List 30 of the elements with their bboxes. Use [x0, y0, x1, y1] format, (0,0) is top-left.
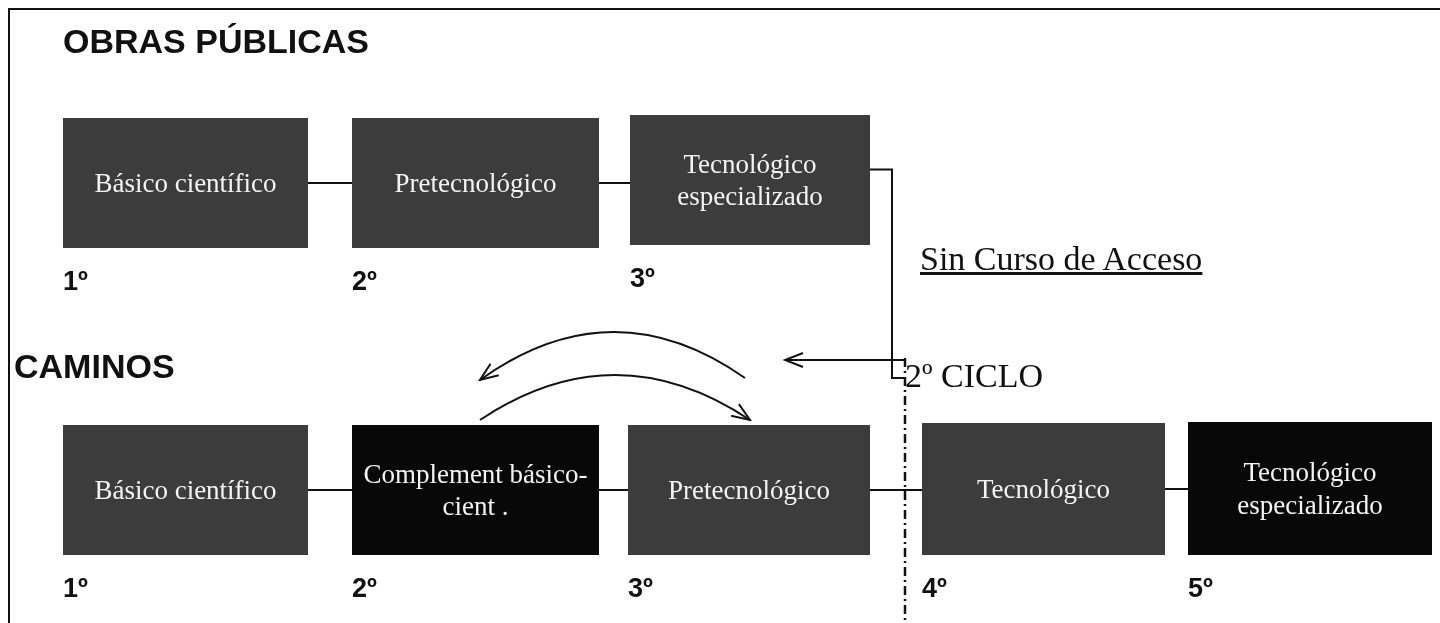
- connector-line: [598, 182, 631, 184]
- arrow: [479, 331, 746, 381]
- year-label: 4º: [922, 573, 947, 604]
- box-text: Pretecnológico: [393, 166, 558, 200]
- connector-line: [869, 168, 906, 380]
- box-text: Básico científico: [93, 166, 278, 200]
- connector-line: [598, 489, 629, 491]
- year-label: 2º: [352, 266, 377, 297]
- arrow: [784, 352, 906, 368]
- box-text: Tecnológico especializado: [1236, 456, 1384, 521]
- box-text: Pretecnológico: [667, 473, 831, 507]
- title: OBRAS PÚBLICAS: [63, 22, 370, 61]
- year-label: 1º: [63, 266, 88, 297]
- year-label: 1º: [63, 573, 88, 604]
- box-text: Tecnológico especializado: [676, 147, 824, 213]
- connector-line: [869, 489, 923, 491]
- cycle-label: 2º CICLO: [905, 357, 1044, 395]
- connector-line: [307, 182, 353, 184]
- connector-line: [307, 489, 353, 491]
- note-text: Sin Curso de Acceso: [920, 240, 1203, 278]
- arrow: [479, 374, 751, 421]
- box-text: Complement básico- cient .: [362, 457, 589, 523]
- year-label: 3º: [628, 573, 653, 604]
- box-text: Tecnológico: [975, 472, 1112, 506]
- year-label: 5º: [1188, 573, 1213, 604]
- section-heading: CAMINOS: [14, 347, 175, 386]
- connector-line: [1164, 488, 1189, 490]
- year-label: 3º: [630, 263, 655, 294]
- box-text: Básico científico: [93, 473, 278, 507]
- year-label: 2º: [352, 573, 377, 604]
